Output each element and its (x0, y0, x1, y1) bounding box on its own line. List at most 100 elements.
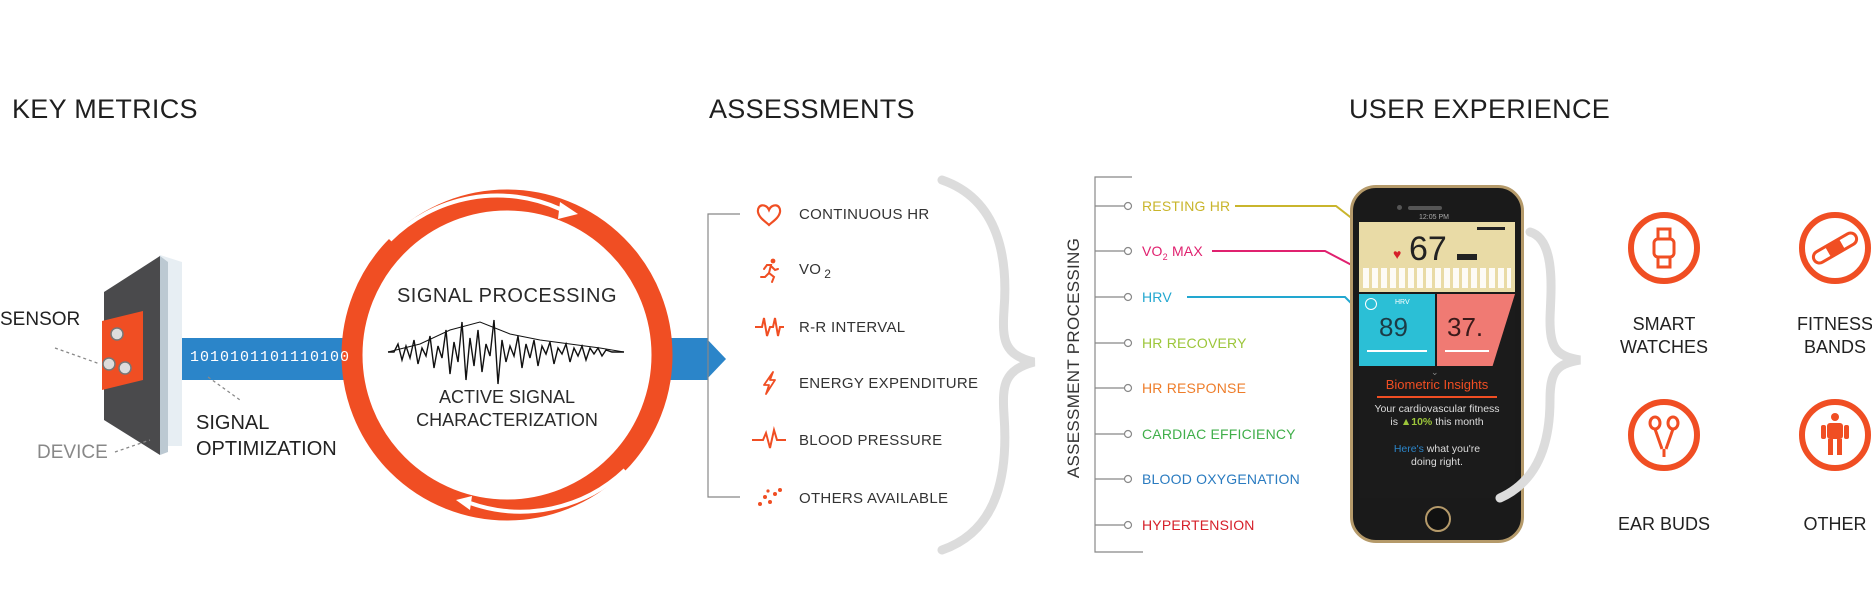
home-button[interactable] (1425, 506, 1451, 532)
insight-text: Your cardiovascular fitness is ▲10% this… (1359, 403, 1515, 429)
sensor-dot (118, 361, 132, 375)
device-fitness-bands: FITNESS BANDS (1775, 313, 1872, 359)
signal-envelope (387, 321, 625, 353)
signal-waveform (388, 319, 624, 385)
phone-speaker (1408, 206, 1442, 210)
resting-hr-dash (1457, 254, 1477, 260)
signal-processing-title: SIGNAL PROCESSING (396, 285, 618, 307)
assessment-rr-interval: R-R INTERVAL (755, 312, 905, 342)
sensor-leader-line (54, 347, 101, 365)
chevron-down-icon: ⌄ (1431, 367, 1439, 377)
vo2-text: VO (799, 261, 822, 278)
metric-label: HYPERTENSION (1142, 517, 1255, 533)
metric-label-after: MAX (1167, 243, 1203, 259)
metric-hypertension: HYPERTENSION (1142, 517, 1255, 533)
ring-arrowhead-top (558, 202, 578, 219)
device-label-line1: OTHER (1803, 514, 1867, 534)
insights-divider (1377, 396, 1497, 398)
metrics-bracket (1094, 176, 1143, 553)
lightning-icon (763, 371, 776, 395)
phone-screen: ♥ 67 HRV 89 37. ⌄ Biometric Insights You… (1359, 222, 1515, 498)
device-label-line1: EAR BUDS (1617, 514, 1711, 534)
sensor-dot (110, 327, 124, 341)
insights-title: Biometric Insights (1385, 377, 1489, 392)
heart-icon: ♥ (1393, 246, 1402, 262)
heart-icon (756, 204, 782, 227)
assessments-heading: ASSESSMENTS (709, 94, 915, 124)
device-label-line1: SMART (1632, 314, 1696, 334)
assessment-continuous-hr: CONTINUOUS HR (755, 199, 930, 229)
resting-hr-value: 67 (1409, 230, 1447, 268)
binary-text: 1010101101110100 (190, 349, 351, 366)
device-label-line1: FITNESS (1796, 314, 1872, 334)
output-arrow (706, 338, 726, 380)
key-metrics-heading: KEY METRICS (12, 94, 198, 124)
vo2-value: 37. (1447, 312, 1484, 342)
ring-arrowhead-bottom (456, 496, 472, 510)
insight-month: this month (1432, 416, 1484, 428)
signal-opt-line1: SIGNAL (196, 412, 270, 434)
metric-hr-response: HR RESPONSE (1142, 380, 1246, 396)
metric-hrv: HRV (1142, 289, 1172, 305)
band-icon (1799, 212, 1871, 284)
hrv-label: HRV (1395, 299, 1410, 306)
scatter-icon (758, 488, 782, 506)
metric-label: HRV (1142, 289, 1172, 305)
metric-label: CARDIAC EFFICIENCY (1142, 426, 1296, 442)
assessment-label: CONTINUOUS HR (799, 205, 930, 223)
active-signal-line1: ACTIVE SIGNAL (438, 387, 576, 407)
signal-leader-line (207, 376, 241, 401)
assessment-label: ENERGY EXPENDITURE (799, 374, 979, 392)
devices-brace (1495, 227, 1581, 503)
phone-mockup: 12:05 PM ♥ 67 HRV 89 37. ⌄ Biometric Ins… (1350, 185, 1524, 543)
resting-hr-panel: ♥ 67 (1359, 222, 1515, 292)
signal-opt-line2: OPTIMIZATION (196, 438, 337, 460)
metric-label: RESTING HR (1142, 198, 1231, 214)
assessment-label: BLOOD PRESSURE (799, 431, 943, 449)
vo2-subscript: 2 (824, 267, 832, 281)
metric-blood-oxygenation: BLOOD OXYGENATION (1142, 471, 1300, 487)
heres-line1[interactable]: Here's what you're (1359, 443, 1515, 456)
heres-link[interactable]: Here's (1393, 443, 1424, 455)
user-experience-heading: USER EXPERIENCE (1349, 94, 1611, 124)
earbuds-icon (1628, 399, 1700, 471)
heres-text: Here's what you're doing right. (1359, 443, 1515, 469)
insight-percent: ▲10% (1400, 416, 1433, 428)
assessments-bracket (707, 213, 740, 498)
ring-arrow-bottom (469, 468, 627, 514)
assessment-others-available: OTHERS AVAILABLE (755, 483, 948, 513)
sensor-device (102, 255, 182, 455)
hrv-panel: HRV 89 (1359, 294, 1435, 366)
device-smart-watches: SMART WATCHES (1604, 313, 1724, 359)
device-leader-line (114, 439, 151, 453)
hrv-wave (1367, 350, 1427, 352)
insight-line2: is ▲10% this month (1359, 416, 1515, 429)
metric-label: VO (1142, 243, 1163, 259)
sensor-dot (102, 357, 116, 371)
metric-label: HR RESPONSE (1142, 380, 1247, 396)
hrv-icon (1365, 298, 1377, 310)
active-signal-label: ACTIVE SIGNAL CHARACTERIZATION (382, 386, 632, 432)
rr-pulse-icon (755, 317, 784, 337)
device-ear-buds: EAR BUDS (1604, 513, 1724, 536)
assessment-blood-pressure: BLOOD PRESSURE (755, 425, 942, 455)
other-icon (1799, 399, 1871, 471)
device-other: OTHER (1775, 513, 1872, 536)
insight-is: is (1390, 416, 1401, 428)
hrv-value: 89 (1379, 312, 1408, 342)
metric-vo2-max: VO2 MAX (1142, 243, 1203, 262)
active-signal-line2: CHARACTERIZATION (416, 410, 598, 430)
resting-hr-histogram (1363, 268, 1511, 288)
device-label-line2: WATCHES (1620, 337, 1708, 357)
sensor-label: SENSOR (0, 309, 81, 330)
signal-optimization-label: SIGNAL OPTIMIZATION (196, 410, 337, 462)
metric-label: BLOOD OXYGENATION (1142, 471, 1300, 487)
assessment-energy-expenditure: ENERGY EXPENDITURE (755, 368, 978, 398)
metric-label: HR RECOVERY (1142, 335, 1247, 351)
assessment-label: OTHERS AVAILABLE (799, 489, 949, 507)
